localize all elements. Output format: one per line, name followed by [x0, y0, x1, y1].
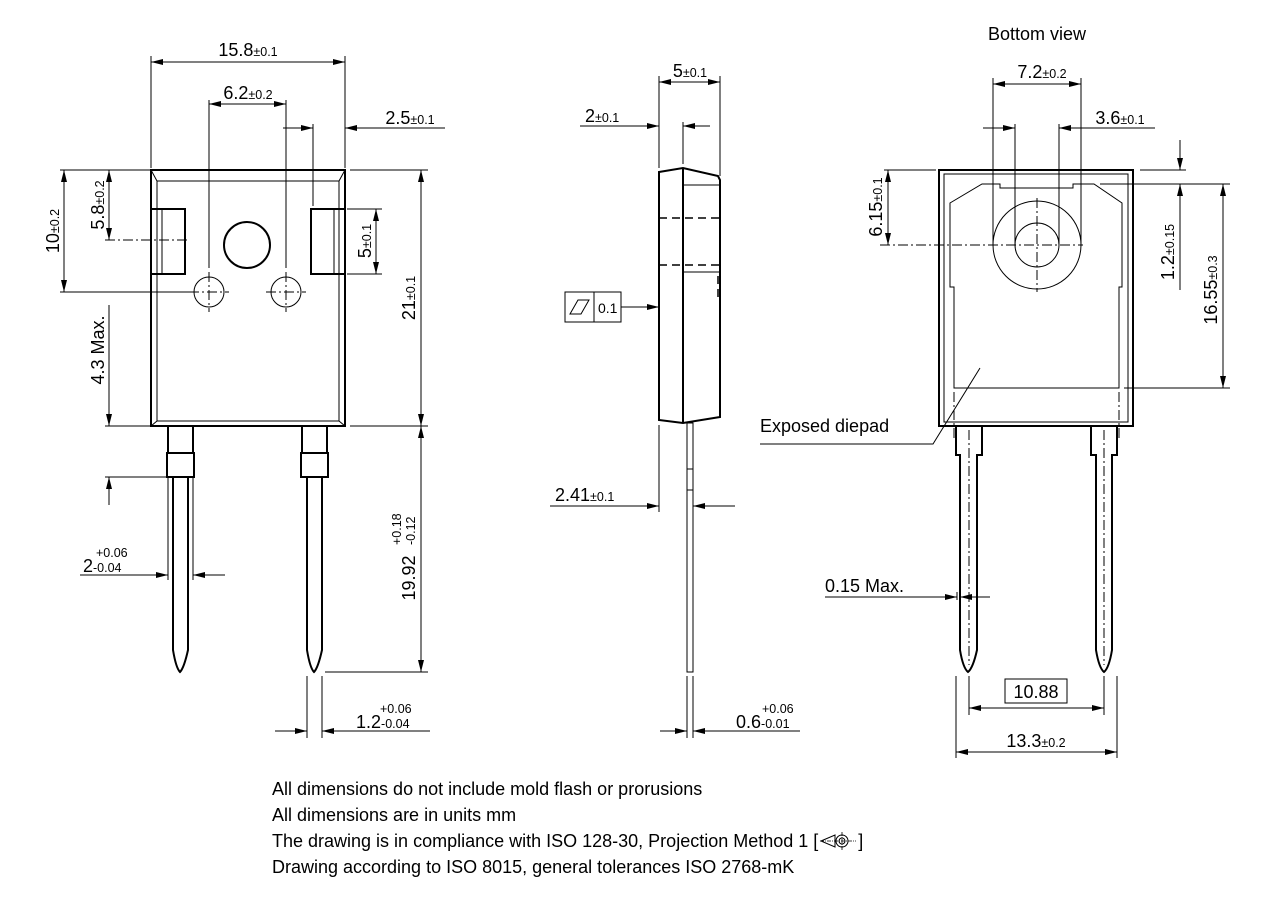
dim-shoulder: 4.3 Max. — [88, 315, 108, 384]
front-view: 15.8±0.1 6.2±0.2 2.5±0.1 10±0.2 5.8±0.2 … — [43, 40, 445, 738]
dim-lead-span: 13.3±0.2 — [1006, 731, 1065, 751]
dim-tab-center: 5.8±0.2 — [88, 180, 108, 229]
dim-lead-tip-width-upper: +0.06 — [380, 702, 412, 716]
note-line: The drawing is in compliance with ISO 12… — [272, 828, 863, 854]
bottom-view-title: Bottom view — [988, 24, 1087, 44]
svg-text:-0.12: -0.12 — [404, 516, 418, 545]
dim-hole-center: 6.15±0.1 — [866, 177, 886, 236]
dim-lead-pitch-basic: 10.88 — [1013, 682, 1058, 702]
dim-body-height: 21±0.1 — [399, 276, 419, 320]
flatness-tolerance-frame: 0.1 — [564, 291, 659, 323]
dim-width: 15.8±0.1 — [218, 40, 277, 60]
dim-hole-pitch: 6.2±0.2 — [223, 83, 272, 103]
dim-step: 2±0.1 — [585, 106, 619, 126]
dim-tab-height: 5±0.1 — [355, 224, 375, 258]
dim-lead-thickness: 0.6-0.01 — [736, 712, 790, 732]
first-angle-projection-icon — [820, 832, 857, 850]
note-line: All dimensions are in units mm — [272, 805, 517, 825]
dim-hole-height: 10±0.2 — [43, 209, 63, 253]
dim-lead-width-upper: +0.06 — [96, 546, 128, 560]
dim-pad-offset: 1.2±0.15 — [1158, 224, 1178, 280]
side-view: 0.1 5±0.1 2±0.1 2.41±0.1 0.6-0.01 +0.06 — [550, 61, 800, 738]
dim-lead-bend: 0.15 Max. — [825, 576, 904, 596]
dim-tab-offset: 2.5±0.1 — [385, 108, 434, 128]
diepad-label: Exposed diepad — [760, 416, 889, 436]
dim-lead-tip-width: 1.2-0.04 — [356, 712, 410, 732]
drawing-notes: All dimensions do not include mold flash… — [272, 776, 863, 880]
svg-text:+0.18: +0.18 — [390, 513, 404, 545]
note-line: Drawing according to ISO 8015, general t… — [272, 857, 795, 877]
note-text: The drawing is in compliance with ISO 12… — [272, 831, 819, 851]
dim-pad-height: 16.55±0.3 — [1201, 255, 1221, 324]
svg-text:19.92: 19.92 — [399, 555, 419, 600]
flatness-icon — [569, 299, 590, 315]
dim-lead-length: 19.92 -0.12 +0.18 — [390, 513, 419, 600]
bottom-view: Bottom view 7.2±0.2 3.6±0.1 6.15±0.1 1.2… — [760, 24, 1230, 758]
dim-lead-width: 2-0.04 — [83, 556, 122, 576]
dim-hole-dia: 3.6±0.1 — [1095, 108, 1144, 128]
dim-lead-offset: 2.41±0.1 — [555, 485, 614, 505]
dim-pad-ring: 7.2±0.2 — [1017, 62, 1066, 82]
dim-lead-thickness-upper: +0.06 — [762, 702, 794, 716]
dim-thickness: 5±0.1 — [673, 61, 707, 81]
note-line: All dimensions do not include mold flash… — [272, 779, 703, 799]
svg-text:0.1: 0.1 — [598, 300, 618, 316]
note-text: ] — [858, 831, 864, 851]
